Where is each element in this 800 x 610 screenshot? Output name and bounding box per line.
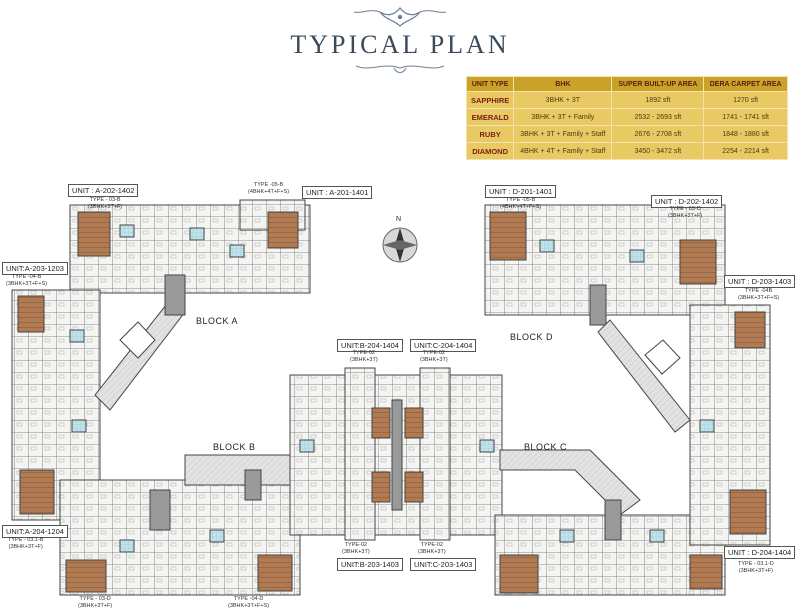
central-towers <box>289 367 503 541</box>
table-header: UNIT TYPE <box>465 76 515 92</box>
type-note-a202: TYPE - 03-B (3BHK+3T+F) <box>88 197 123 210</box>
type-note-d201: TYPE -05-B (4BHK+4T+F+S) <box>500 197 542 210</box>
bottom-ornament <box>355 65 445 73</box>
block-a-terrace <box>119 321 156 359</box>
block-a-wing <box>69 199 311 294</box>
unit-label-c203: UNIT:C-203-1403 <box>410 558 477 571</box>
north-label: N <box>396 216 402 223</box>
table-row: SAPPHIRE 3BHK + 3T 1892 sft 1270 sft <box>465 91 788 109</box>
unit-label-a201: UNIT : A-201-1401 <box>302 186 373 199</box>
unit-label-c204: UNIT:C-204-1404 <box>410 339 477 352</box>
type-note-b204: TYPE-02 (3BHK+3T) <box>350 350 378 363</box>
type-note-b-bottom: TYPE -04-D (3BHK+3T+F+S) <box>228 596 270 609</box>
block-d-label: BLOCK D <box>510 332 554 342</box>
type-note-c204: TYPE-02 (3BHK+3T) <box>420 350 448 363</box>
carpet-area-cell: 1270 sft <box>703 91 788 109</box>
bhk-cell: 3BHK + 3T + Family <box>513 108 613 126</box>
unit-label-a202: UNIT : A-202-1402 <box>68 184 139 197</box>
bhk-cell: 3BHK + 3T <box>513 91 613 109</box>
table-row: DIAMOND 4BHK + 4T + Family + Staff 3450 … <box>465 142 788 160</box>
carpet-area-cell: 2254 - 2214 sft <box>703 142 788 160</box>
type-note-d203: TYPE -04B (3BHK+3T+F+S) <box>738 288 780 301</box>
super-area-cell: 2676 - 2708 sft <box>611 125 705 143</box>
block-b-wing <box>59 454 301 596</box>
unit-type-cell: DIAMOND <box>465 142 515 160</box>
type-note-b203: TYPE-02 (3BHK+3T) <box>342 542 370 555</box>
type-note-a204b: TYPE - 03-D (3BHK+3T+F) <box>78 596 113 609</box>
unit-type-cell: SAPPHIRE <box>465 91 515 109</box>
block-a-label: BLOCK A <box>196 316 239 326</box>
block-d-terrace <box>644 339 681 375</box>
block-c-wing <box>494 449 726 596</box>
unit-label-d202: UNIT : D-202-1402 <box>651 195 723 208</box>
type-note-d202: TYPE - 03-D (3BHK+3T+F) <box>668 206 703 219</box>
block-d-wing <box>484 204 726 326</box>
type-note-a204: TYPE - 03.1-B (3BHK+3T+F) <box>8 537 44 550</box>
table-header: DERA CARPET AREA <box>703 76 788 92</box>
carpet-area-cell: 1741 - 1741 sft <box>703 108 788 126</box>
type-note-d204: TYPE - 03.1-D (3BHK+3T+F) <box>738 561 774 574</box>
unit-label-d204: UNIT : D-204-1404 <box>724 546 796 559</box>
bhk-cell: 4BHK + 4T + Family + Staff <box>513 142 613 160</box>
table-header: SUPER BUILT-UP AREA <box>611 76 705 92</box>
type-note-c203: TYPE-02 (3BHK+3T) <box>418 542 446 555</box>
block-d-corridor <box>597 319 691 433</box>
super-area-cell: 2532 - 2693 sft <box>611 108 705 126</box>
unit-label-d203: UNIT : D-203-1403 <box>724 275 796 288</box>
super-area-cell: 3450 - 3472 sft <box>611 142 705 160</box>
unit-label-d201: UNIT : D-201-1401 <box>485 185 557 198</box>
table-row: RUBY 3BHK + 3T + Family + Staff 2676 - 2… <box>465 125 788 143</box>
block-a-core <box>164 274 186 316</box>
block-c-label: BLOCK C <box>524 442 568 452</box>
block-b-label: BLOCK B <box>213 442 256 452</box>
unit-label-b203: UNIT:B-203-1403 <box>337 558 403 571</box>
type-note-a203: TYPE -04-B (3BHK+3T+F+S) <box>6 274 48 287</box>
table-row: EMERALD 3BHK + 3T + Family 2532 - 2693 s… <box>465 108 788 126</box>
north-arrow-icon <box>382 227 418 263</box>
super-area-cell: 1892 sft <box>611 91 705 109</box>
block-d-right-wing <box>689 304 771 546</box>
unit-label-b204: UNIT:B-204-1404 <box>337 339 403 352</box>
unit-type-table: UNIT TYPE BHK SUPER BUILT-UP AREA DERA C… <box>465 76 788 160</box>
unit-label-a204: UNIT:A-204-1204 <box>2 525 68 538</box>
type-note-a201: TYPE -05-B (4BHK+4T+F+S) <box>248 182 290 195</box>
carpet-area-cell: 1848 - 1880 sft <box>703 125 788 143</box>
unit-label-a203: UNIT:A-203-1203 <box>2 262 68 275</box>
page-title: TYPICAL PLAN <box>290 30 510 59</box>
top-ornament <box>353 7 447 27</box>
table-header: BHK <box>513 76 613 92</box>
table-header-row: UNIT TYPE BHK SUPER BUILT-UP AREA DERA C… <box>465 76 788 92</box>
